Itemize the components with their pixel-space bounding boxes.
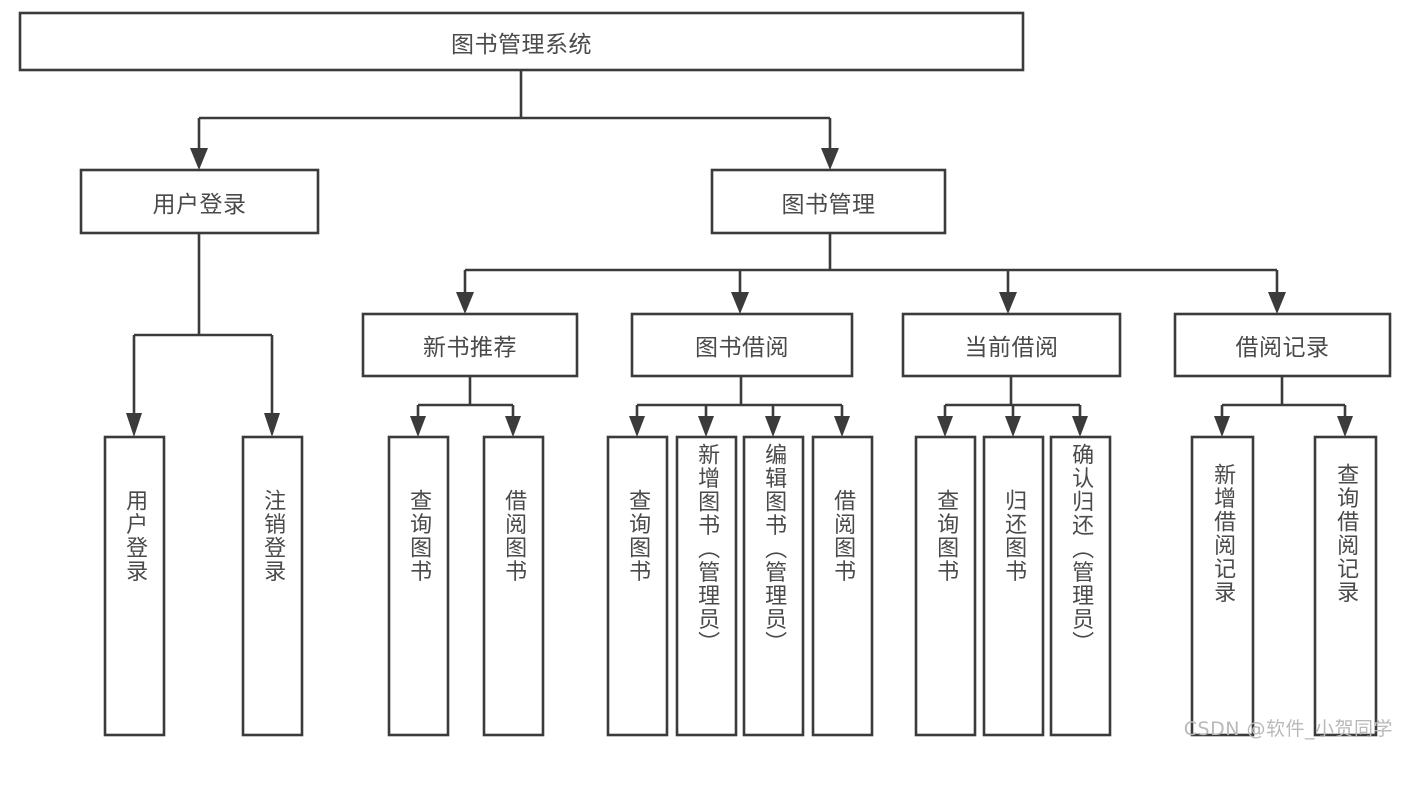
arrow-root-to-user: [190, 148, 208, 170]
arrow-borrow-leaf3: [765, 416, 781, 437]
node-box-leaf-current-0[interactable]: [914, 435, 977, 737]
node-box-current-borrow[interactable]: [901, 312, 1122, 378]
connector-group-user-login: [126, 233, 280, 437]
node-box-leaf-borrow-2[interactable]: [742, 435, 805, 737]
arrow-borrow-leaf2: [698, 416, 714, 437]
node-box-user-login[interactable]: [79, 168, 320, 235]
node-box-leaf-current-1[interactable]: [982, 435, 1045, 737]
node-box-book-manage[interactable]: [710, 168, 947, 235]
arrow-user-leaf2: [264, 413, 280, 437]
node-box-leaf-recommend-0[interactable]: [387, 435, 450, 737]
arrow-book-to-current: [999, 292, 1017, 314]
connector-group-book-manage: [456, 233, 1286, 314]
arrow-rec-leaf2: [505, 416, 521, 437]
arrow-record-leaf1: [1214, 416, 1230, 437]
node-box-leaf-user-login-0[interactable]: [103, 435, 166, 737]
node-box-leaf-current-2[interactable]: [1049, 435, 1112, 737]
arrow-current-leaf1: [937, 416, 953, 437]
arrow-book-to-record: [1268, 292, 1286, 314]
connector-group-new-recommend: [410, 376, 521, 437]
arrow-book-to-new-recommend: [456, 292, 474, 314]
node-box-new-recommend[interactable]: [361, 312, 579, 378]
connector-group-current-borrow: [937, 376, 1088, 437]
node-box-book-borrow[interactable]: [630, 312, 854, 378]
arrow-current-leaf2: [1005, 416, 1021, 437]
node-box-leaf-borrow-3[interactable]: [811, 435, 874, 737]
connector-group-root: [190, 70, 839, 170]
node-box-leaf-user-login-1[interactable]: [241, 435, 304, 737]
arrow-user-leaf1: [126, 413, 142, 437]
arrow-root-to-book: [821, 148, 839, 170]
node-box-borrow-record[interactable]: [1173, 312, 1392, 378]
arrow-record-leaf2: [1337, 416, 1353, 437]
arrow-borrow-leaf1: [629, 416, 645, 437]
node-box-root[interactable]: [18, 11, 1025, 72]
connector-group-borrow-record: [1214, 376, 1353, 437]
connector-group-book-borrow: [629, 376, 850, 437]
arrow-current-leaf3: [1072, 416, 1088, 437]
node-box-leaf-borrow-1[interactable]: [675, 435, 738, 737]
node-box-leaf-recommend-1[interactable]: [482, 435, 545, 737]
arrow-borrow-leaf4: [834, 416, 850, 437]
flowchart-svg: [18, 11, 1392, 737]
node-box-leaf-record-0[interactable]: [1190, 435, 1255, 737]
arrow-book-to-borrow: [731, 292, 749, 314]
flowchart-canvas: 图书管理系统 用户登录 图书管理 新书推荐 图书借阅 当前借阅 借阅记录 用户登…: [18, 11, 1393, 740]
arrow-rec-leaf1: [410, 416, 426, 437]
node-box-leaf-record-1[interactable]: [1313, 435, 1378, 737]
node-box-leaf-borrow-0[interactable]: [606, 435, 669, 737]
